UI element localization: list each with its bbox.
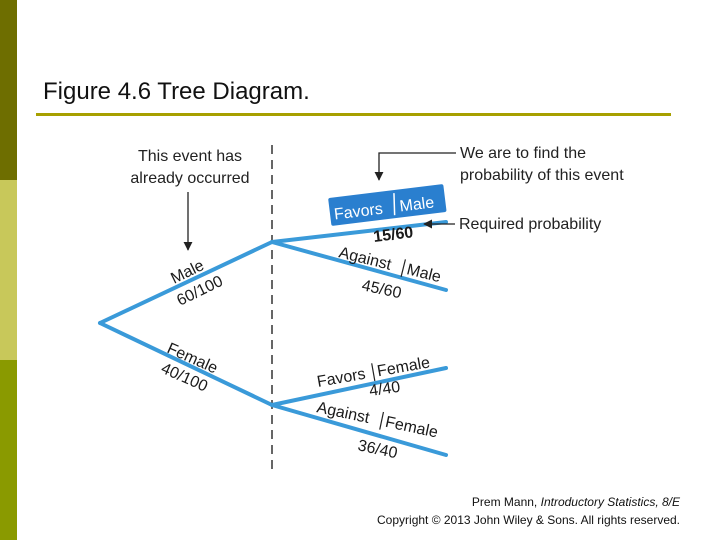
- branch-favors-male: [270, 220, 448, 244]
- favors-male-prob: 15/60: [372, 224, 414, 246]
- against-male-label-b: Male: [405, 261, 443, 286]
- branch-against-female: [270, 403, 448, 457]
- sidebar-stripe-top: [0, 0, 17, 180]
- favors-male-highlight: Favors Male: [328, 184, 447, 226]
- against-female-label-a: Against: [315, 399, 371, 427]
- favors-male-label-a: Favors: [333, 201, 384, 224]
- favors-female-prob: 4/40: [368, 379, 401, 400]
- sidebar-stripe-bottom: [0, 360, 17, 540]
- branch-against-male: [270, 240, 448, 292]
- against-male-prob: 45/60: [360, 277, 403, 302]
- sidebar-stripe-middle: [0, 180, 17, 360]
- credit-line1: Prem Mann, Introductory Statistics, 8/E: [377, 493, 680, 511]
- branch-favors-female: [270, 366, 448, 407]
- note-required: Required probability: [459, 216, 601, 233]
- credit-line2: Copyright © 2013 John Wiley & Sons. All …: [377, 513, 680, 527]
- against-male-label: Against Male: [337, 244, 443, 286]
- title-underline: [36, 113, 671, 116]
- note-occurred-line1: This event has: [138, 148, 242, 165]
- slide-title: Figure 4.6 Tree Diagram.: [43, 78, 310, 105]
- branch-male: [98, 240, 274, 325]
- credit-book-title: Introductory Statistics, 8/E: [540, 495, 680, 509]
- note-find-line1: We are to find the: [460, 145, 586, 162]
- note-find-line2: probability of this event: [460, 167, 624, 184]
- favors-male-label-b: Male: [399, 194, 436, 215]
- branch-female: [98, 321, 274, 407]
- note-occurred-line2: already occurred: [130, 170, 249, 187]
- copyright-credit: Prem Mann, Introductory Statistics, 8/E …: [377, 493, 680, 529]
- credit-author: Prem Mann,: [471, 495, 541, 509]
- arrow-find: [374, 152, 456, 181]
